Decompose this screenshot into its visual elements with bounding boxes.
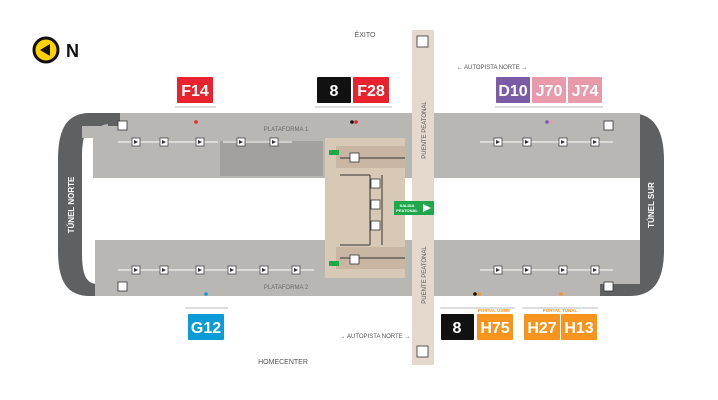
stairs-icon	[416, 345, 429, 358]
route-badge-8-h75: 8 PORTAL USME H75	[440, 307, 515, 340]
exit-sign-line2: PEATONAL	[396, 208, 418, 213]
route-label-j74: J74	[572, 83, 599, 100]
exit-sign: SALIDA PEATONAL	[394, 201, 434, 215]
turnstile-icon	[370, 199, 381, 210]
route-label-8-bottom: 8	[453, 320, 462, 337]
route-label-h75: H75	[480, 320, 509, 337]
central-hall	[325, 138, 406, 278]
turnstile-icon	[370, 220, 381, 231]
route-badge-g12: G12	[185, 307, 228, 340]
route-badge-8-top: 8 F28	[315, 77, 392, 108]
ticket-booth-icon	[349, 152, 360, 163]
platform-1-dark-zone	[220, 141, 323, 176]
tunnel-south	[600, 113, 664, 296]
north-letter: N	[66, 41, 79, 61]
portal-tunal-label: PORTAL TUNAL	[543, 308, 578, 313]
route-badge-f14: F14	[175, 77, 216, 108]
tunnel-north-label: TÚNEL NORTE	[67, 176, 76, 233]
exit-marker-icon	[329, 150, 339, 155]
stop-marker-8	[350, 120, 354, 124]
bridge-label-bottom: PUENTE PEATONAL	[422, 246, 428, 304]
exit-sign-line1: SALIDA	[400, 203, 415, 208]
stop-marker-h27-h13	[559, 292, 563, 296]
boarding-doors-platform-2	[118, 265, 613, 275]
stairs-icon	[603, 120, 614, 131]
route-label-g12: G12	[191, 320, 221, 337]
route-label-j70: J70	[536, 83, 563, 100]
pedestrian-bridge: PUENTE PEATONAL PUENTE PEATONAL	[412, 30, 434, 365]
portal-usme-label: PORTAL USME	[478, 308, 510, 313]
stop-marker-g12	[204, 292, 208, 296]
route-label-f28: F28	[357, 83, 385, 100]
ticket-booth-icon	[349, 254, 360, 265]
route-label-h27: H27	[527, 320, 556, 337]
route-badge-h27-h13: PORTAL TUNAL H27 H13	[522, 307, 598, 340]
route-label-8: 8	[330, 83, 339, 100]
street-label-homecenter: HOMECENTER	[258, 359, 308, 366]
platform-1-label: PLATAFORMA 1	[264, 127, 309, 133]
exit-marker-icon	[329, 261, 339, 266]
tunnel-north	[58, 113, 120, 296]
stop-marker-d10	[545, 120, 549, 124]
stop-marker-h75	[477, 292, 481, 296]
stop-marker-f14	[194, 120, 198, 124]
stop-marker-f28	[354, 120, 358, 124]
stairs-icon	[117, 281, 128, 292]
autopista-norte-top-label: ← AUTOPISTA NORTE →	[457, 65, 528, 71]
stairs-icon	[117, 120, 128, 131]
route-label-d10: D10	[498, 83, 527, 100]
route-label-f14: F14	[181, 83, 209, 100]
walking-person-arrow-icon	[423, 204, 431, 212]
autopista-norte-bottom-label: → AUTOPISTA NORTE →	[340, 334, 411, 340]
turnstile-icon	[370, 178, 381, 189]
bridge-label-top: PUENTE PEATONAL	[422, 101, 428, 159]
stairs-icon	[416, 35, 429, 48]
platform-2-label: PLATAFORMA 2	[264, 285, 309, 291]
stop-marker-8-bottom	[473, 292, 477, 296]
stop-marker-j70-j74	[549, 120, 553, 124]
arrow-left-icon	[40, 44, 50, 56]
boarding-doors-platform-1	[118, 137, 613, 147]
tunnel-south-label: TÚNEL SUR	[647, 182, 656, 228]
north-indicator: N	[32, 36, 79, 64]
stairs-icon	[603, 281, 614, 292]
route-badge-d10-j70-j74: D10 J70 J74	[495, 77, 603, 108]
route-label-h13: H13	[564, 320, 593, 337]
street-label-exito: ÉXITO	[355, 30, 376, 39]
